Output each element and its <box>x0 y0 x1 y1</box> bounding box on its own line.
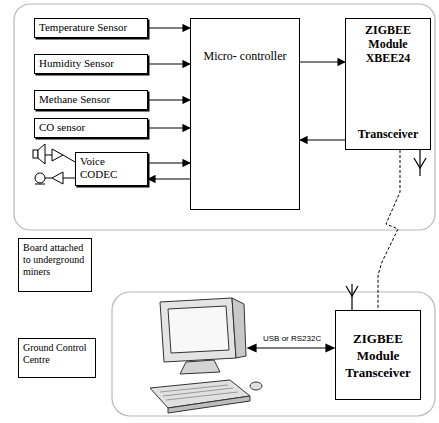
usb-link-arrow <box>248 345 334 352</box>
node-text: Board attached to underground miners <box>23 242 87 278</box>
caption-box: Board attached to underground miners <box>18 238 92 292</box>
node-text: Micro- controller <box>191 49 299 64</box>
signal-arrow <box>148 162 190 163</box>
signal-arrow <box>148 63 190 64</box>
signal-arrow <box>148 178 190 179</box>
node-text: Temperature Sensor <box>39 21 143 34</box>
node-text: Ground Control Centre <box>23 342 91 366</box>
signal-arrow <box>148 27 190 28</box>
signal-arrow <box>300 61 345 62</box>
board-region <box>14 4 435 230</box>
codec-box: Voice CODEC <box>75 152 148 186</box>
zigbee-module-box: ZIGBEE Module XBEE24Transceiver <box>345 18 431 150</box>
antenna-symbol <box>346 150 426 310</box>
node-text: ZIGBEE Module XBEE24 <box>349 23 427 65</box>
node-text: Methane Sensor <box>39 93 143 106</box>
node-text: Transceiver <box>349 127 427 141</box>
caption-box: Ground Control Centre <box>18 338 96 378</box>
node-text: Voice CODEC <box>80 155 143 181</box>
sensor-box: Humidity Sensor <box>34 54 148 74</box>
signal-arrow <box>300 139 345 140</box>
signal-arrow <box>148 99 190 100</box>
node-text: CO sensor <box>39 121 143 134</box>
computer-illustration <box>150 298 262 413</box>
sensor-box: Temperature Sensor <box>34 18 148 38</box>
audio-symbols <box>33 144 75 184</box>
interface-label: USB or RS232C <box>262 334 322 343</box>
sensor-box: CO sensor <box>34 118 148 138</box>
signal-arrow <box>148 127 190 128</box>
node-text: Humidity Sensor <box>39 57 143 70</box>
microcontroller-box: Micro- controller <box>190 18 300 210</box>
ground-region <box>112 292 435 416</box>
wireless-link <box>378 150 400 310</box>
sensor-box: Methane Sensor <box>34 90 148 110</box>
zigbee-module-box: ZIGBEE Module Transceiver <box>335 310 421 400</box>
node-text: ZIGBEE Module Transceiver <box>339 330 417 381</box>
